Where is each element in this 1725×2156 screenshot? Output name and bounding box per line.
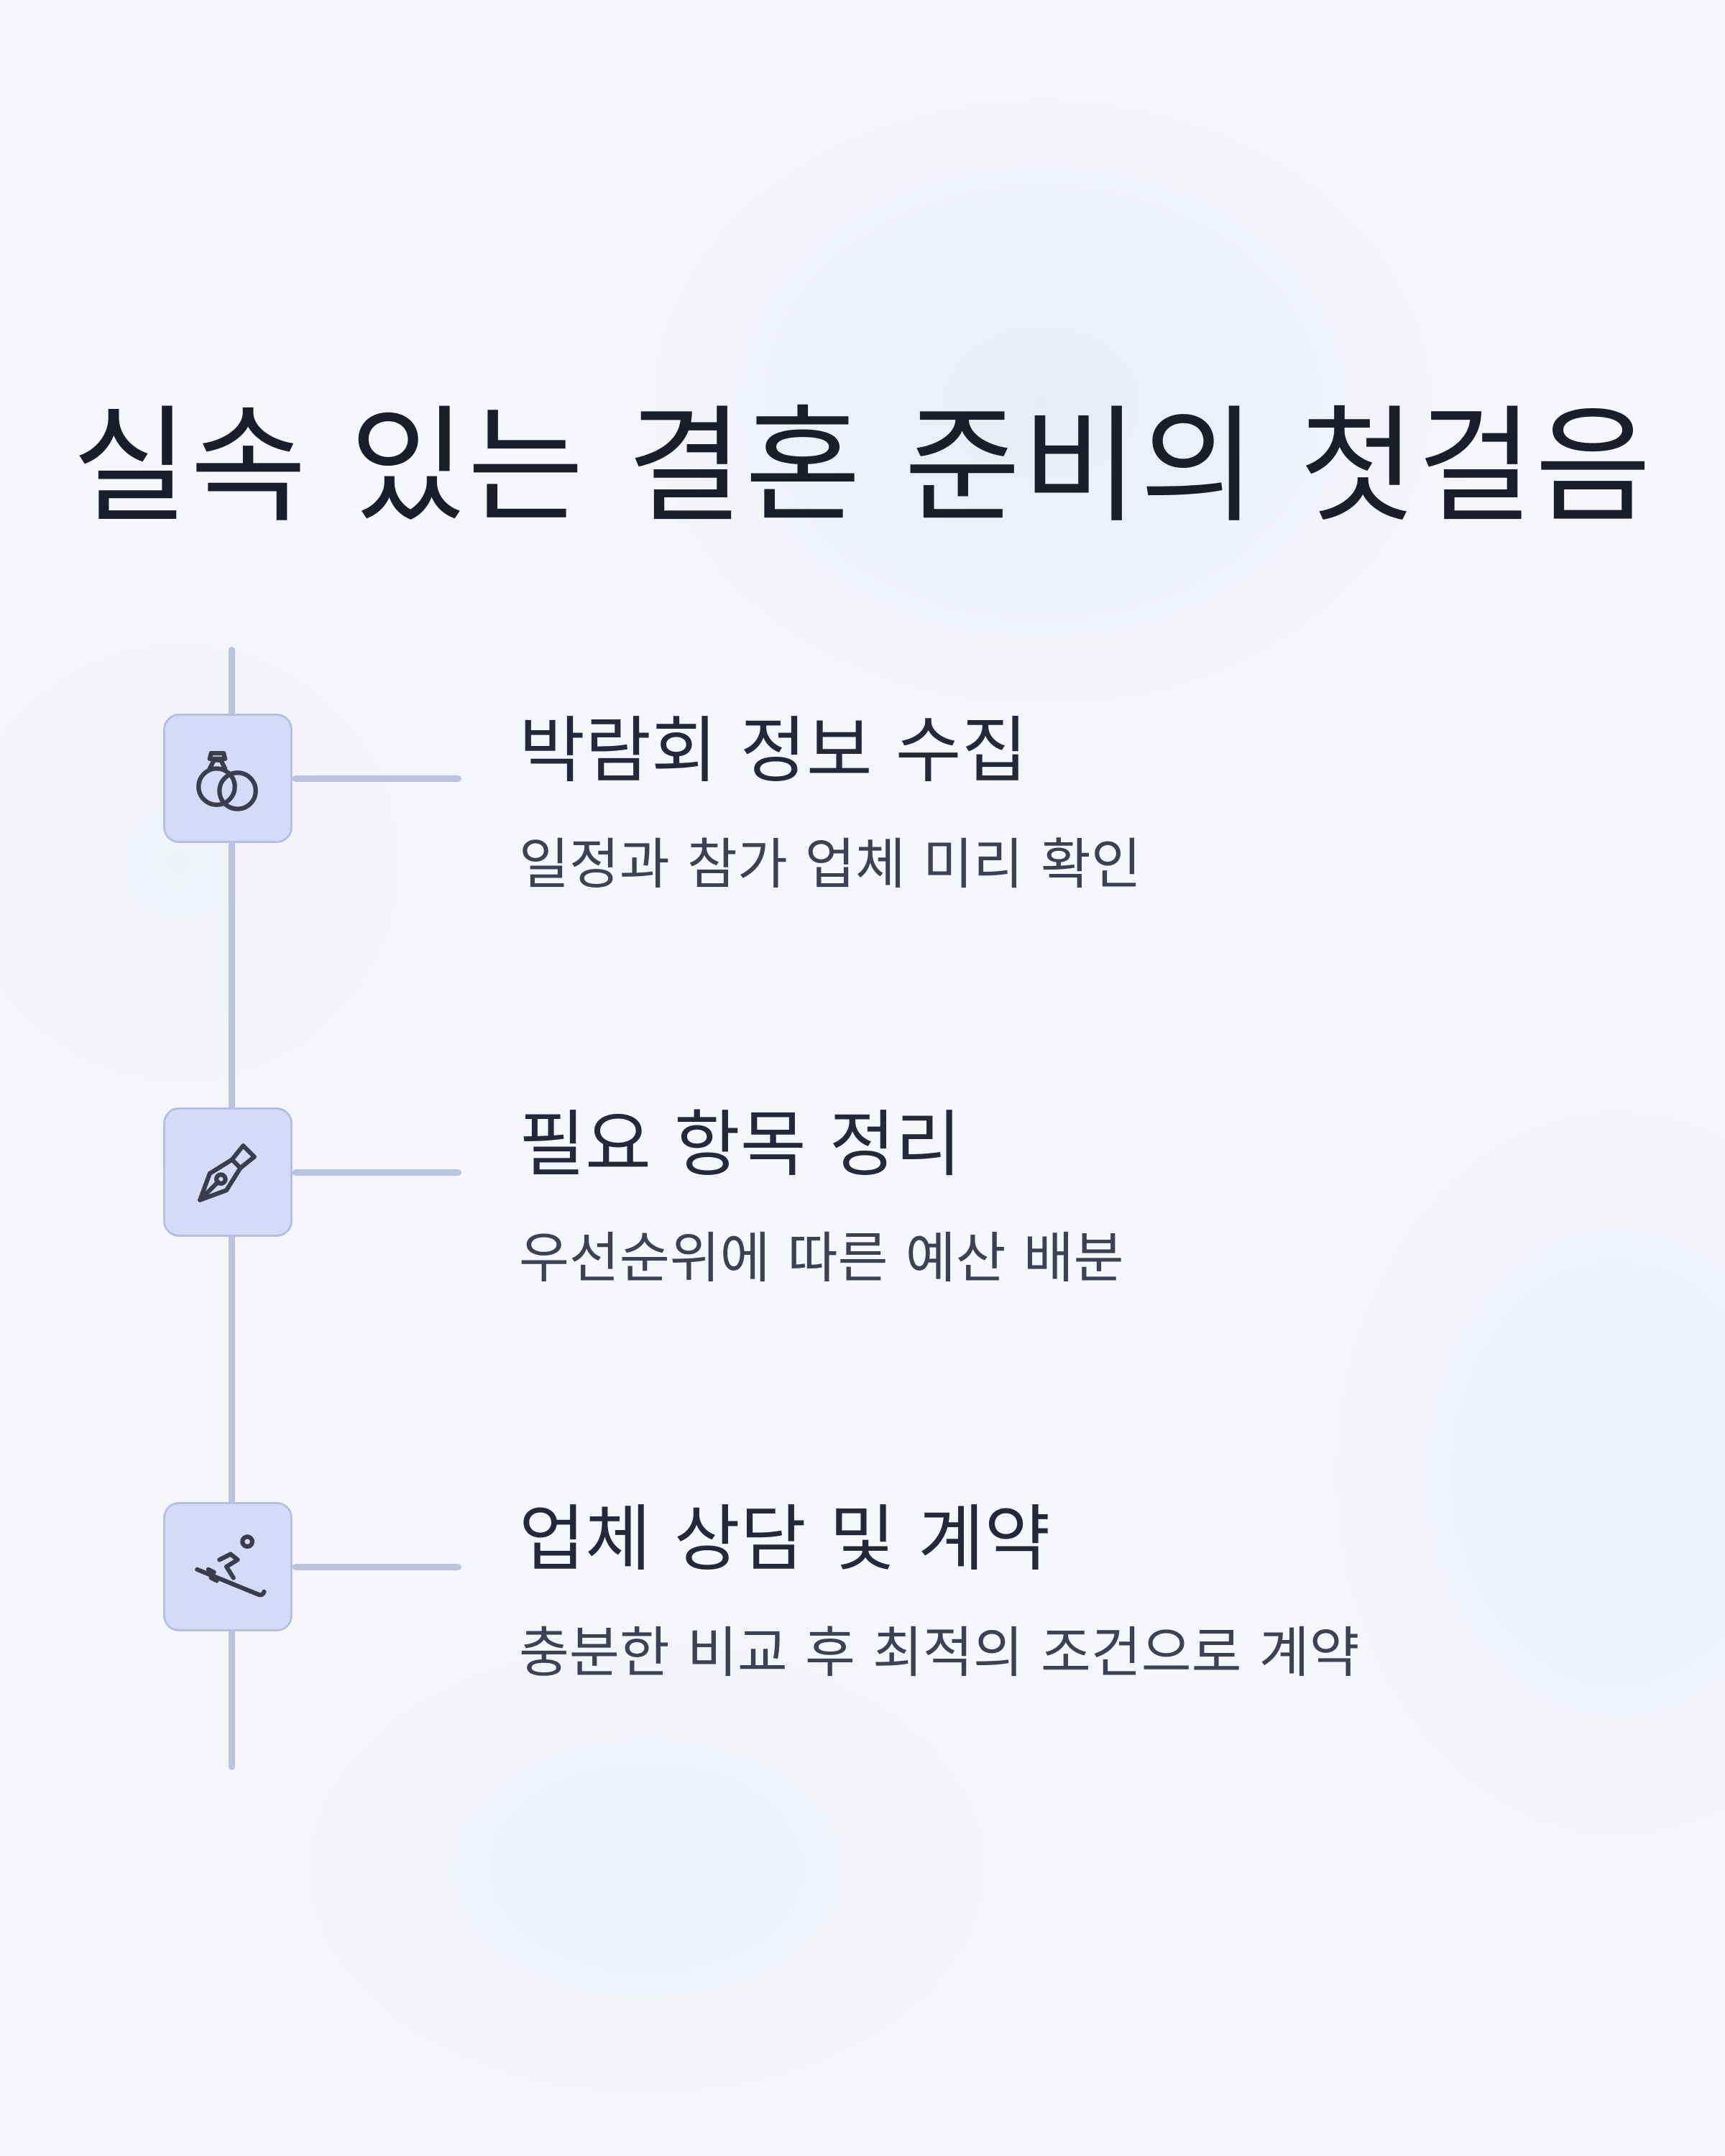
step-title: 박람회 정보 수집	[519, 709, 1028, 793]
step-connector	[293, 775, 461, 782]
skier-icon	[195, 1534, 267, 1598]
wedding-rings-icon	[196, 751, 258, 811]
step-title: 필요 항목 정리	[519, 1102, 962, 1187]
fountain-pen-icon	[198, 1143, 257, 1202]
step-icon-box	[163, 714, 293, 843]
timeline-step-3: 업체 상담 및 계약 충분한 비교 후 최적의 조건으로 계약	[0, 1497, 1725, 1718]
page-title: 실속 있는 결혼 준비의 첫걸음	[72, 393, 1653, 540]
step-icon-box	[163, 1107, 293, 1237]
step-description: 충분한 비교 후 최적의 조건으로 계약	[519, 1621, 1360, 1685]
timeline-step-1: 박람회 정보 수집 일정과 참가 업체 미리 확인	[0, 709, 1725, 929]
step-description: 일정과 참가 업체 미리 확인	[519, 832, 1141, 896]
step-icon-box	[163, 1502, 293, 1631]
step-description: 우선순위에 따른 예산 배분	[519, 1226, 1124, 1290]
step-title: 업체 상담 및 계약	[519, 1497, 1051, 1581]
timeline-step-2: 필요 항목 정리 우선순위에 따른 예산 배분	[0, 1102, 1725, 1323]
step-connector	[293, 1169, 461, 1176]
step-connector	[293, 1564, 461, 1570]
